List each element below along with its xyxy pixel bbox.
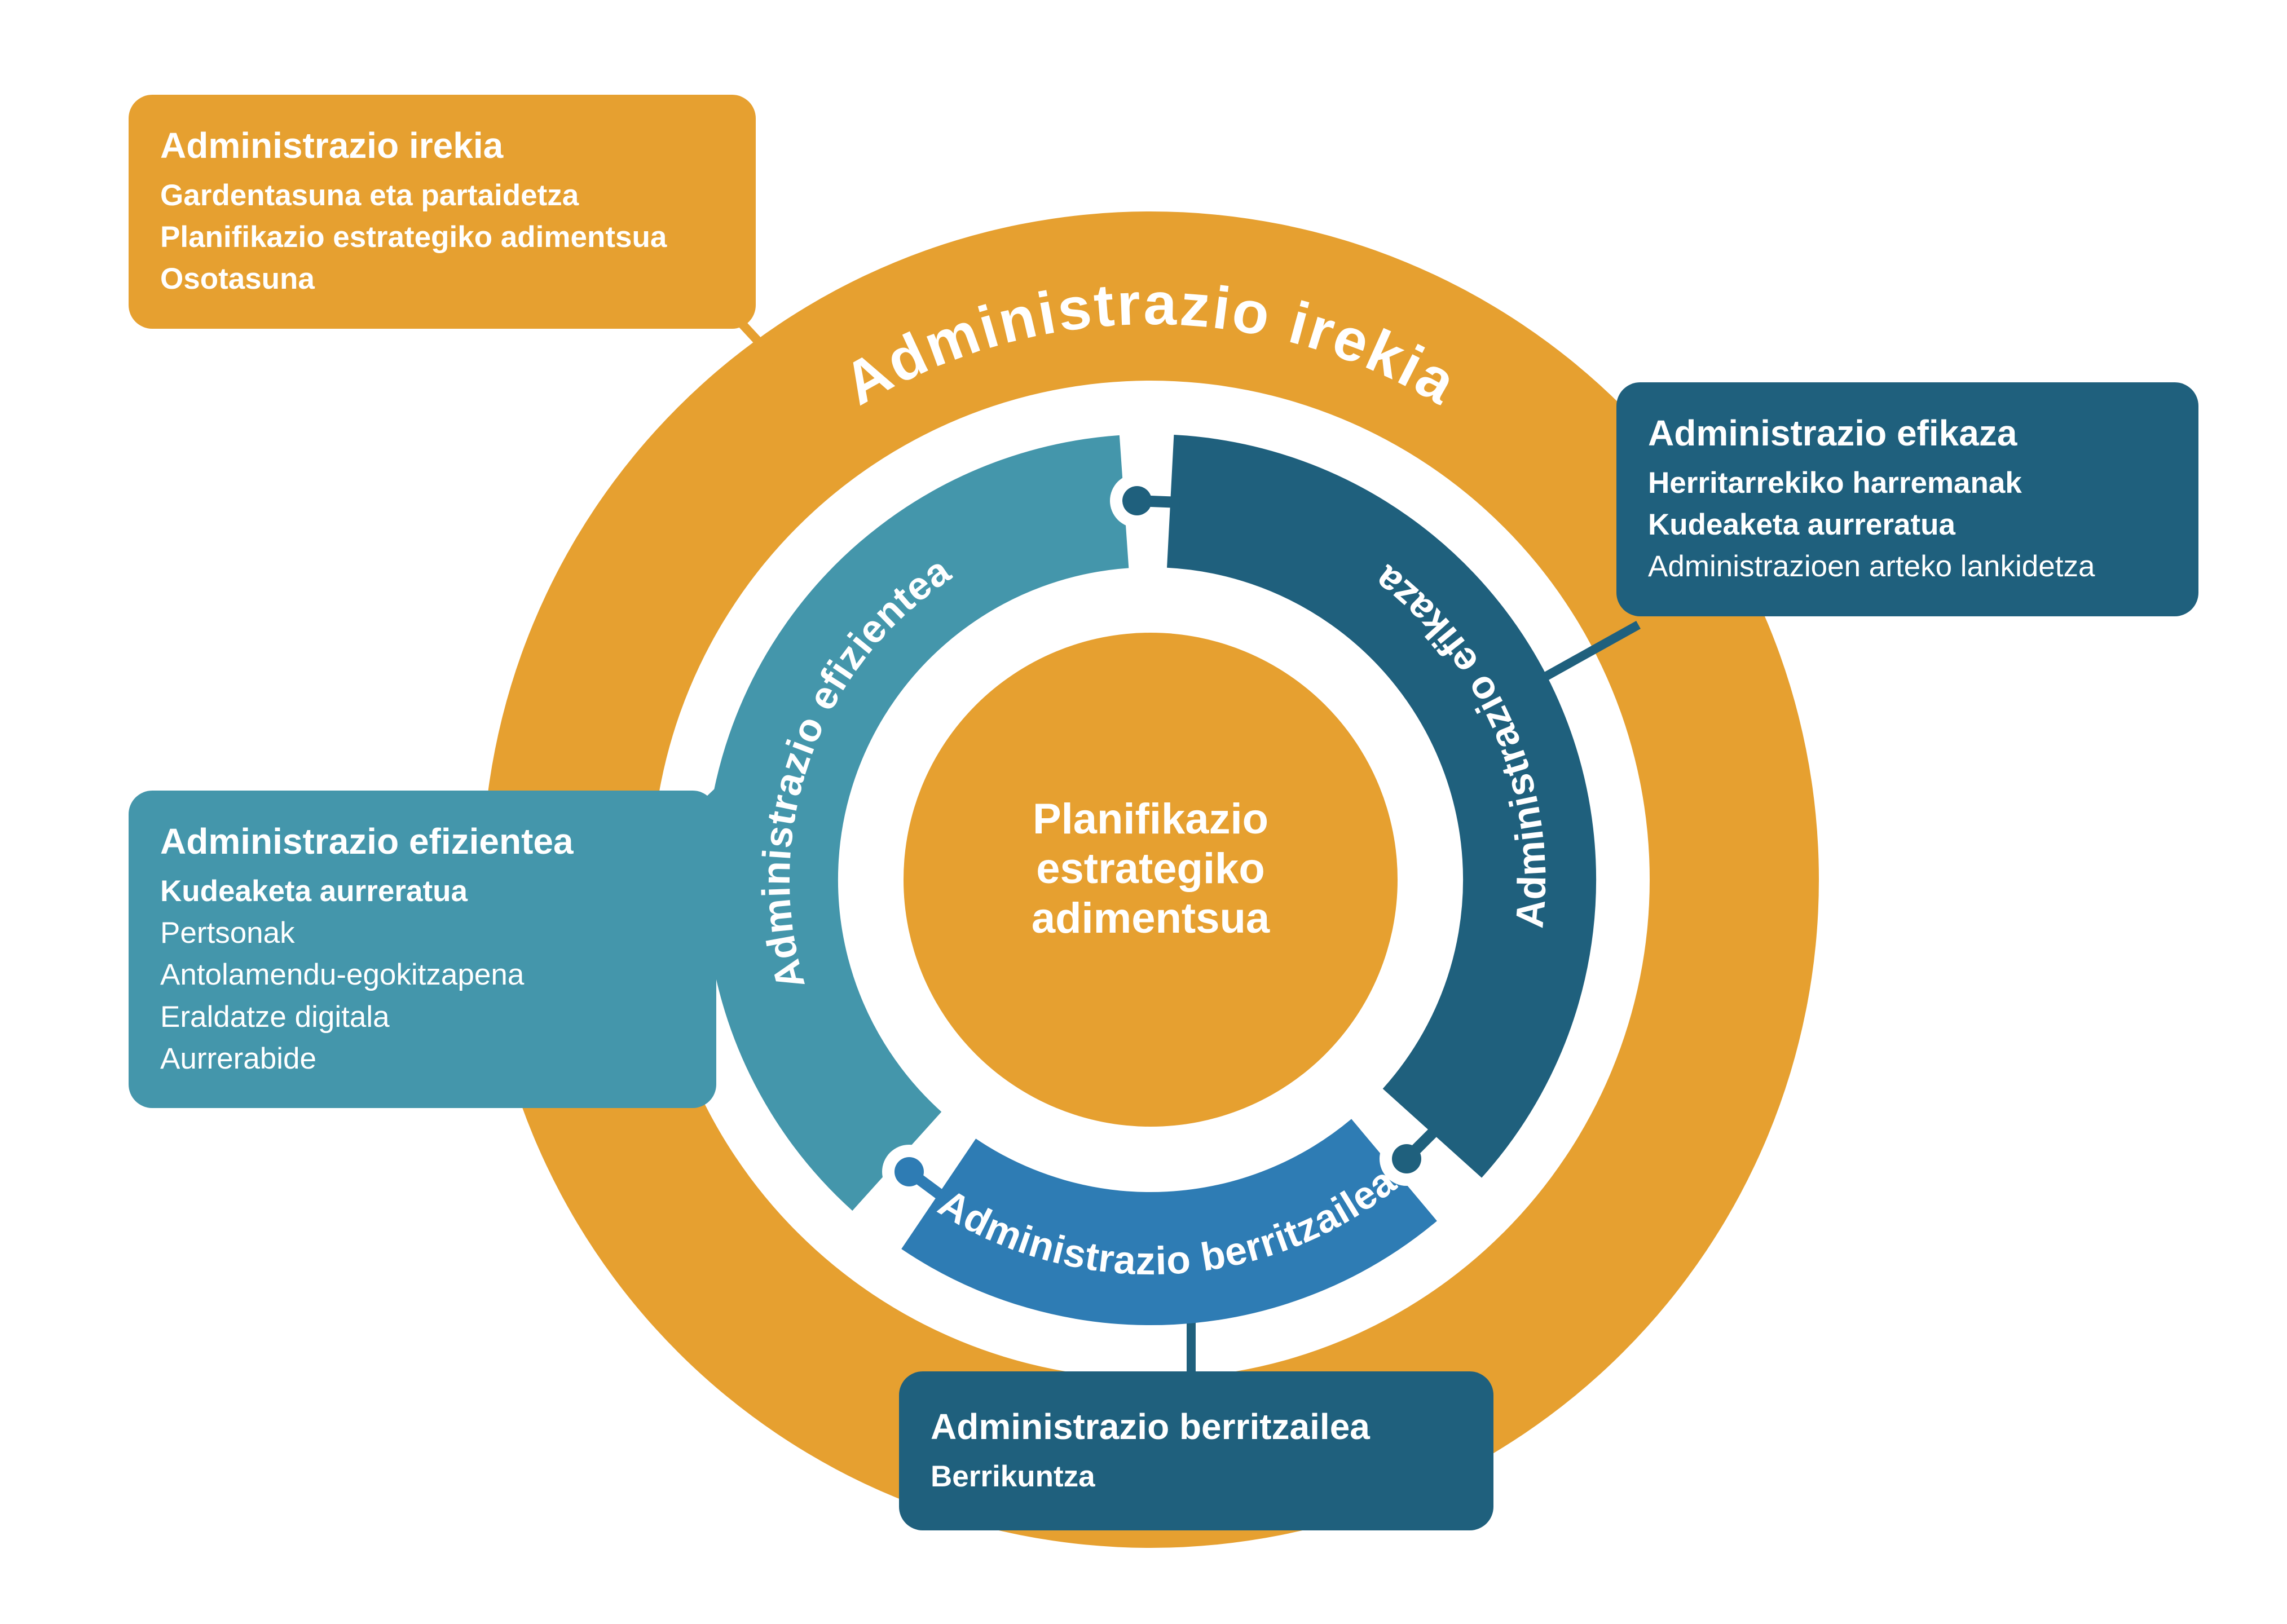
callout-efikaza-line: Herritarrekiko harremanak — [1648, 466, 2022, 500]
center-text-line-2: estrategiko — [1036, 845, 1265, 893]
callout-efikaza: Administrazio efikaza Herritarrekiko har… — [1616, 382, 2198, 616]
segment-efikaza-arc — [1166, 435, 1597, 1178]
callout-irekia: Administrazio irekia Gardentasuna eta pa… — [129, 95, 756, 329]
puzzle-connector-bottom-right — [1380, 1122, 1444, 1186]
center-circle — [904, 633, 1398, 1127]
connector-line-efikaza — [1543, 621, 1641, 681]
callout-berritzailea-line: Berrikuntza — [931, 1460, 1095, 1493]
callout-efizientea: Administrazio efizientea Kudeaketa aurre… — [129, 791, 716, 1108]
puzzle-ball — [1392, 1144, 1421, 1173]
callout-efikaza-line: Administrazioen arteko lankidetza — [1648, 550, 2095, 584]
callout-irekia-line: Gardentasuna eta partaidetza — [160, 179, 579, 212]
puzzle-connector-top — [1110, 474, 1180, 528]
callout-efizientea-line: Kudeaketa aurreratua — [160, 875, 468, 908]
puzzle-ball — [894, 1157, 924, 1186]
puzzle-ball — [1122, 486, 1152, 515]
callout-efizientea-line: Eraldatze digitala — [160, 1000, 390, 1034]
callout-berritzailea-title: Administrazio berritzailea — [931, 1406, 1370, 1447]
callout-efizientea-line: Antolamendu-egokitzapena — [160, 958, 525, 992]
callout-efizientea-title: Administrazio efizientea — [160, 821, 574, 862]
center-text-line-3: adimentsua — [1032, 894, 1270, 942]
callout-efizientea-line: Aurrerabide — [160, 1042, 316, 1075]
callout-efizientea-line: Pertsonak — [160, 916, 295, 950]
callout-berritzailea: Administrazio berritzailea Berrikuntza — [899, 1371, 1493, 1531]
callout-irekia-title: Administrazio irekia — [160, 125, 504, 166]
center-text-line-1: Planifikazio — [1033, 795, 1268, 843]
segment-berritzailea-arc — [901, 1118, 1437, 1326]
puzzle-connector-bottom-left — [882, 1145, 948, 1203]
callout-irekia-line: Osotasuna — [160, 262, 315, 296]
segment-efizientea-arc — [704, 435, 1129, 1211]
callout-irekia-line: Planifikazio estrategiko adimentsua — [160, 220, 667, 254]
callout-efikaza-line: Kudeaketa aurreratua — [1648, 508, 1955, 542]
callout-efikaza-title: Administrazio efikaza — [1648, 413, 2017, 453]
